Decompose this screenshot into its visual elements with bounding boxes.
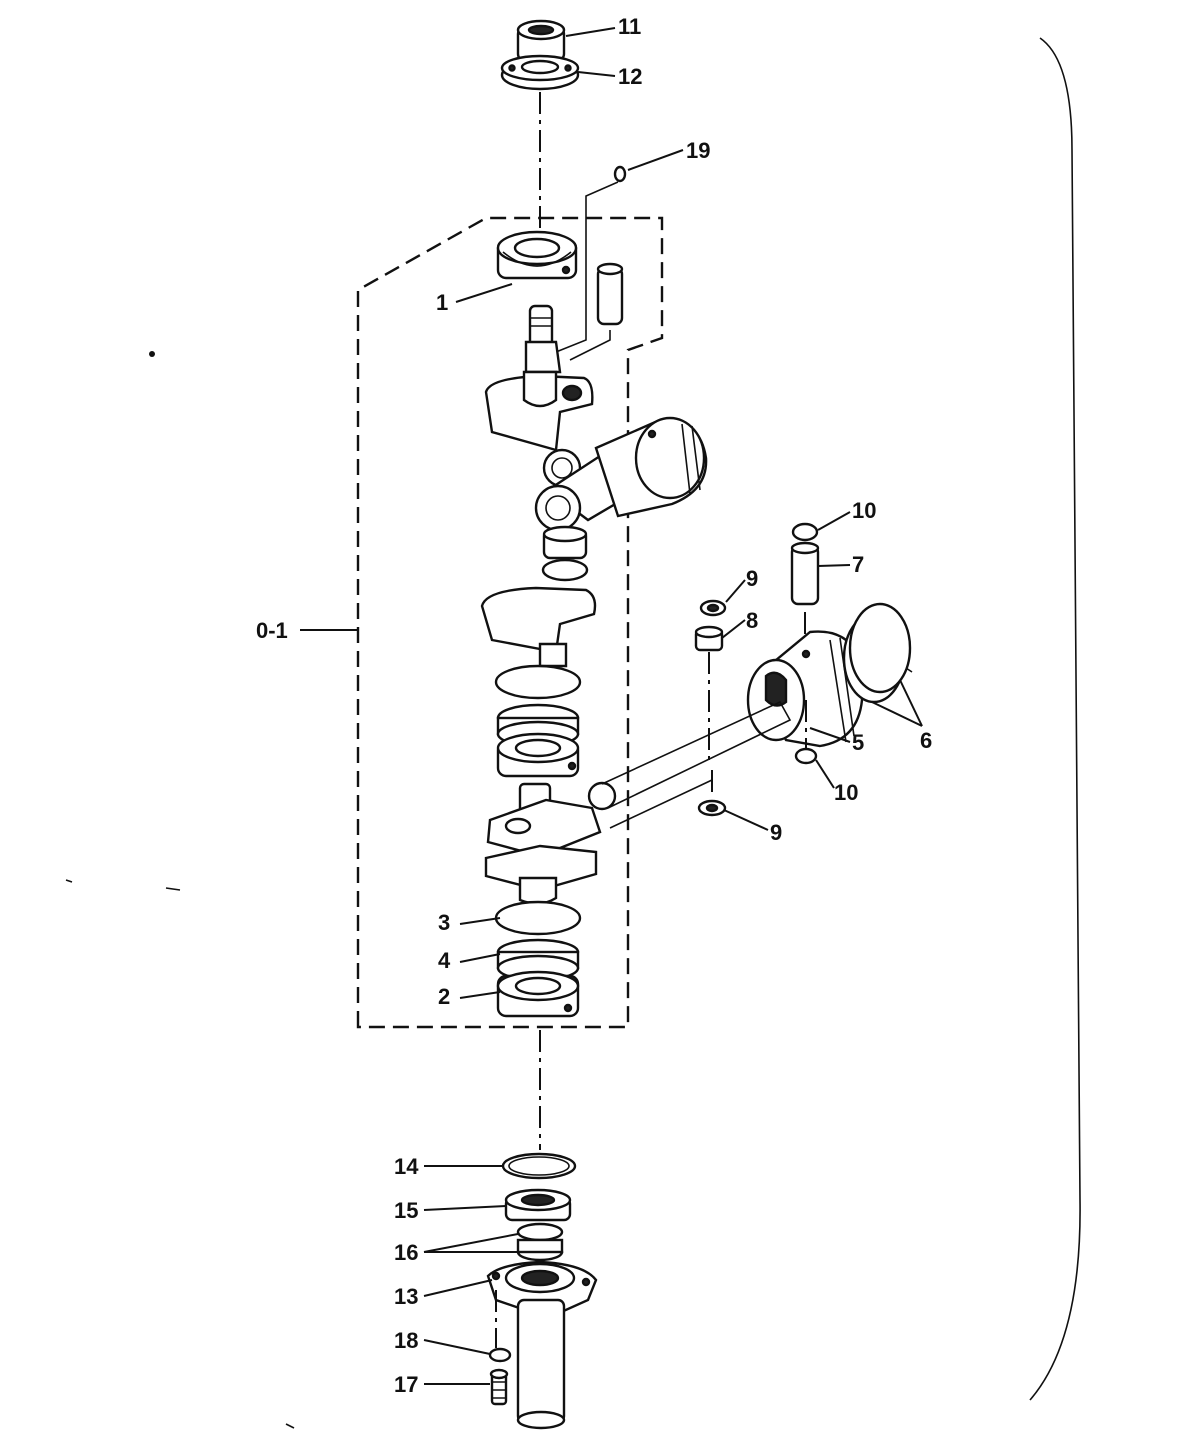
label-12: 12 <box>618 64 642 89</box>
label-4: 4 <box>438 948 451 973</box>
label-15: 15 <box>394 1198 418 1223</box>
part-lower-bearing-stack <box>494 900 582 1018</box>
part-seal-15 <box>504 1188 572 1222</box>
label-9-lower: 9 <box>770 820 782 845</box>
part-oring-14 <box>501 1152 577 1180</box>
label-5: 5 <box>852 730 864 755</box>
part-crankweb-middle <box>480 586 597 668</box>
label-3: 3 <box>438 910 450 935</box>
part-screw-17 <box>489 1368 509 1406</box>
part-crankshaft-upper <box>484 304 594 452</box>
part-piston-rings-6 <box>842 602 913 704</box>
speck <box>149 351 155 357</box>
part-piston-upper <box>594 416 708 518</box>
part-connecting-rod-lower <box>601 700 792 829</box>
label-10-lower: 10 <box>834 780 858 805</box>
label-2: 2 <box>438 984 450 1009</box>
label-1: 1 <box>436 290 448 315</box>
part-seals-16 <box>516 1222 564 1262</box>
label-8: 8 <box>746 608 758 633</box>
part-housing-12 <box>500 54 580 91</box>
part-key-19 <box>555 165 627 353</box>
assembly-boundary <box>356 216 664 1029</box>
label-16: 16 <box>394 1240 418 1265</box>
speck <box>165 887 181 891</box>
part-connecting-rod-upper <box>534 448 649 532</box>
part-sleeve <box>569 262 624 361</box>
part-ring-stack-middle <box>494 664 582 778</box>
label-0-1: 0-1 <box>256 618 288 643</box>
part-bearing-middle <box>541 525 589 582</box>
part-seal-11 <box>516 19 566 62</box>
part-crankshaft-lower <box>484 781 617 905</box>
part-washer-18 <box>488 1290 512 1363</box>
label-9-upper: 9 <box>746 566 758 591</box>
label-13: 13 <box>394 1284 418 1309</box>
label-10-upper: 10 <box>852 498 876 523</box>
speck <box>65 879 73 883</box>
part-needle-bearing-8 <box>694 625 724 760</box>
part-bearing-1 <box>496 230 578 280</box>
label-18: 18 <box>394 1328 418 1353</box>
part-washer-9-lower <box>697 770 727 817</box>
label-6: 6 <box>920 728 932 753</box>
page-edge <box>1029 37 1081 1401</box>
label-7: 7 <box>852 552 864 577</box>
speck <box>285 1423 295 1429</box>
label-11: 11 <box>618 14 641 39</box>
label-14: 14 <box>394 1154 419 1179</box>
part-washer-9-upper <box>699 599 727 617</box>
label-19: 19 <box>686 138 710 163</box>
part-housing-13 <box>486 1260 598 1430</box>
label-17: 17 <box>394 1372 418 1397</box>
part-retainer-10-lower <box>794 700 818 765</box>
